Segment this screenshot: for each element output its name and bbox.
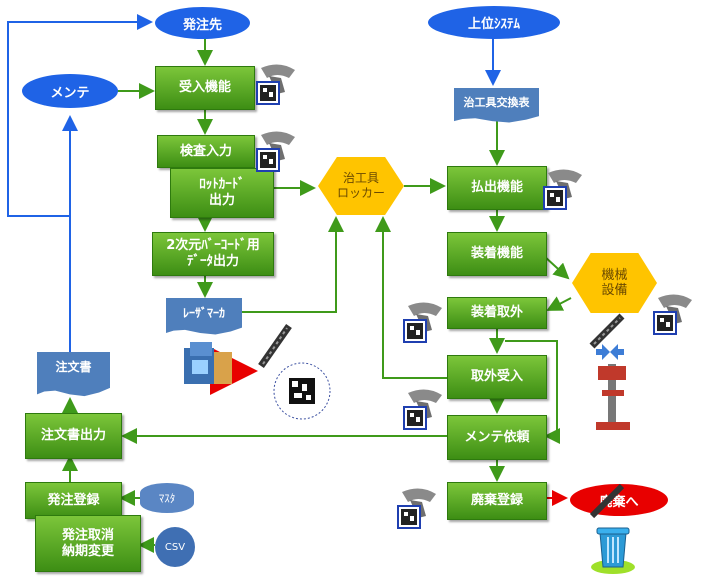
order-registration-box[interactable]: 発注登録 bbox=[25, 482, 122, 519]
trash-can-icon bbox=[591, 527, 635, 574]
drill-press-icon bbox=[596, 364, 630, 430]
lot-card-line2: 出力 bbox=[208, 193, 235, 208]
lot-card-output-box[interactable]: ﾛｯﾄｶｰﾄﾞ 出力 bbox=[170, 168, 274, 218]
laser-marker-machine-icon bbox=[184, 342, 232, 384]
barcode-scanner-icon bbox=[256, 64, 295, 105]
barcode-scanner-icon bbox=[403, 302, 442, 343]
cancel-line2: 納期変更 bbox=[61, 543, 114, 559]
machine-equipment-node[interactable]: 機械 設備 bbox=[572, 253, 657, 313]
dispense-function-box[interactable]: 払出機能 bbox=[447, 166, 547, 210]
cutting-tool-icon bbox=[258, 323, 292, 369]
inspection-input-box[interactable]: 検査入力 bbox=[157, 135, 255, 168]
mounting-function-box[interactable]: 装着機能 bbox=[447, 232, 547, 276]
data-2d-line2: ﾃﾞｰﾀ出力 bbox=[186, 254, 239, 269]
csv-node[interactable]: CSV bbox=[155, 527, 195, 567]
tool-exchange-table-doc[interactable]: 治工具交換表 bbox=[454, 88, 539, 123]
order-form-doc[interactable]: 注文書 bbox=[37, 352, 110, 397]
disposal-registration-box[interactable]: 廃棄登録 bbox=[447, 482, 547, 520]
barcode-scanner-icon bbox=[397, 488, 436, 529]
barcode-scanner-icon bbox=[403, 389, 442, 430]
maintenance-node[interactable]: メンテ bbox=[22, 74, 118, 108]
lot-card-line1: ﾛｯﾄｶｰﾄﾞ bbox=[199, 177, 245, 192]
machine-line1: 機械 bbox=[601, 268, 628, 283]
cutting-tool-icon bbox=[589, 483, 625, 519]
barcode-scanner-icon bbox=[543, 169, 582, 210]
laser-marker-doc[interactable]: ﾚｰｻﾞﾏｰｶ bbox=[166, 298, 242, 335]
host-system-node[interactable]: 上位ｼｽﾃﾑ bbox=[428, 6, 560, 39]
order-form-output-box[interactable]: 注文書出力 bbox=[25, 413, 122, 459]
cancel-line1: 発注取消 bbox=[61, 527, 114, 543]
maintenance-request-box[interactable]: メンテ依頼 bbox=[447, 415, 547, 460]
cutting-tool-icon bbox=[589, 313, 625, 349]
receiving-function-box[interactable]: 受入機能 bbox=[155, 66, 255, 110]
machine-line2: 設備 bbox=[601, 283, 628, 298]
data-2d-line1: 2次元ﾊﾞｰｺｰﾄﾞ用 bbox=[166, 238, 260, 253]
2d-barcode-bubble-icon bbox=[273, 362, 331, 420]
cancel-delivery-change-box[interactable]: 発注取消 納期変更 bbox=[35, 515, 141, 572]
dismount-box[interactable]: 装着取外 bbox=[447, 297, 547, 329]
tool-locker-line2: ロッカー bbox=[336, 186, 385, 200]
barcode-scanner-icon bbox=[653, 294, 692, 335]
barcode-scanner-icon bbox=[256, 131, 295, 172]
tool-locker-line1: 治工具 bbox=[342, 171, 379, 185]
master-database[interactable]: ﾏｽﾀ bbox=[140, 483, 194, 513]
receive-removed-box[interactable]: 取外受入 bbox=[447, 355, 547, 399]
tool-locker-node[interactable]: 治工具 ロッカー bbox=[318, 157, 404, 215]
2d-barcode-data-output-box[interactable]: 2次元ﾊﾞｰｺｰﾄﾞ用 ﾃﾞｰﾀ出力 bbox=[152, 232, 274, 276]
supplier-node[interactable]: 発注先 bbox=[155, 7, 250, 39]
